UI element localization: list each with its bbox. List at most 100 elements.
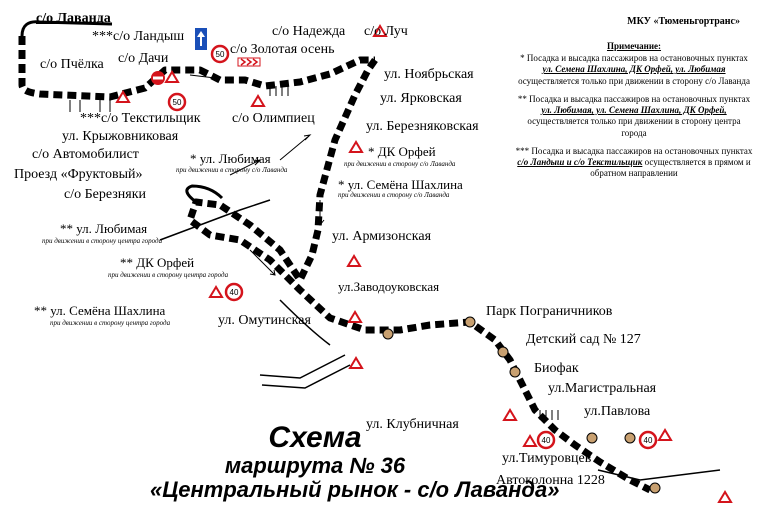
svg-text:50: 50 xyxy=(173,98,182,107)
hint-to-lavanda: при движении в сторону с/о Лаванда xyxy=(344,160,456,168)
warning-triangle-icon xyxy=(346,254,362,267)
org-name: МКУ «Тюменьгортранс» xyxy=(627,16,740,27)
direction-arrow xyxy=(249,249,276,276)
stop-omutinskaya: ул. Омутинская xyxy=(218,313,311,328)
hint-to-center: при движении в сторону центра города xyxy=(50,319,171,327)
note-1: * Посадка и высадка пассажиров на остано… xyxy=(518,53,750,86)
stop-dachi: с/о Дачи xyxy=(118,51,169,66)
stop-armizonskaya: ул. Армизонская xyxy=(332,229,432,244)
stop-lyubimaya-back: ** ул. Любимая xyxy=(60,221,148,236)
sign-speed-40: 40 xyxy=(638,430,658,450)
hint-to-center: при движении в сторону центра города xyxy=(108,271,229,279)
stop-lyubimaya-forward: * ул. Любимая xyxy=(190,151,271,166)
stop-pchelka: с/о Пчёлка xyxy=(40,57,104,72)
stop-park-pogranichnikov: Парк Пограничников xyxy=(486,304,613,319)
svg-text:40: 40 xyxy=(644,436,653,445)
traffic-light-icon xyxy=(464,316,476,328)
warning-triangle-icon xyxy=(208,285,224,298)
warning-triangle-icon xyxy=(522,434,538,447)
direction-arrow xyxy=(315,200,325,226)
hint-to-lavanda: при движении в сторону с/о Лаванда xyxy=(338,191,450,199)
rail-hatch-2 xyxy=(539,410,559,420)
stop-avtokolonna-1228: Автоколонна 1228 xyxy=(496,473,605,488)
stop-biofak: Биофак xyxy=(534,361,579,376)
stop-pavlova: ул.Павлова xyxy=(584,404,651,419)
traffic-light-icon xyxy=(649,482,661,494)
route-top-loop xyxy=(20,20,113,37)
route-loop xyxy=(185,184,224,204)
warning-triangle-icon xyxy=(250,94,266,107)
stop-landysh: ***с/о Ландыш xyxy=(92,29,185,44)
stop-detsad-127: Детский сад № 127 xyxy=(526,332,641,347)
note-3: *** Посадка и высадка пассажиров на оста… xyxy=(515,145,753,179)
map-title: Схема маршрута № 36 «Центральный рынок -… xyxy=(150,421,560,502)
warning-triangle-icon xyxy=(657,428,673,441)
direction-arrow xyxy=(279,134,312,161)
direction-arrow xyxy=(189,74,216,79)
hint-to-center: при движении в сторону центра города xyxy=(42,237,163,245)
stop-tekstilshchik: ***с/о Текстильщик xyxy=(80,111,201,126)
road-timurovtsev xyxy=(597,469,721,481)
hint-to-lavanda: при движении в сторону с/о Лаванда xyxy=(176,166,288,174)
route-west-segment xyxy=(18,36,375,101)
stop-lavanda: с/о Лаванда xyxy=(36,11,111,26)
stop-luch: с/о Луч xyxy=(364,24,408,39)
stop-nadezhda: с/о Надежда xyxy=(272,24,346,39)
title-line-2: маршрута № 36 xyxy=(224,452,406,478)
sign-speed-40: 40 xyxy=(224,282,244,302)
sign-chevrons-icon xyxy=(237,57,261,67)
stop-berezniaki: с/о Березняки xyxy=(64,187,146,202)
stop-kryzhovnikovaya: ул. Крыжовниковая xyxy=(62,129,179,144)
stop-orfey-back: ** ДК Орфей xyxy=(120,255,195,270)
sign-speed-50: 50 xyxy=(210,44,230,64)
title-line-1: Схема xyxy=(268,421,362,454)
road-omutinskaya xyxy=(279,299,331,346)
stop-klubnichnaya: ул. Клубничная xyxy=(366,417,459,432)
warning-triangle-icon xyxy=(164,70,180,83)
warning-triangle-icon xyxy=(502,408,518,421)
traffic-light-icon xyxy=(497,346,509,358)
notes-heading: Примечание: xyxy=(606,41,662,51)
route-east-segment xyxy=(186,57,652,494)
svg-text:40: 40 xyxy=(542,436,551,445)
svg-text:50: 50 xyxy=(216,50,225,59)
warning-triangle-icon xyxy=(347,310,363,323)
stop-avtomobilist: с/о Автомобилист xyxy=(32,147,139,162)
road-shakhlina xyxy=(159,199,271,241)
stop-fruktovy: Проезд «Фруктовый» xyxy=(14,167,143,182)
stop-bereznyakovskaya: ул. Березняковская xyxy=(366,119,479,134)
stop-zolotaya-osen: с/о Золотая осень xyxy=(230,42,335,57)
svg-text:40: 40 xyxy=(230,288,239,297)
notes-panel: МКУ «Тюменьгортранс» Примечание: * Посад… xyxy=(514,16,754,187)
warning-triangle-icon xyxy=(348,140,364,153)
stop-orfey-forward: * ДК Орфей xyxy=(368,144,436,159)
stop-olimpiets: с/о Олимпиец xyxy=(232,111,315,126)
title-line-3: «Центральный рынок - с/о Лаванда» xyxy=(150,476,560,502)
stop-timurovtsev: ул.Тимуровцев xyxy=(502,451,592,466)
sign-speed-50: 50 xyxy=(167,92,187,112)
sign-speed-40: 40 xyxy=(536,430,556,450)
warning-triangle-icon xyxy=(717,490,733,503)
traffic-light-icon xyxy=(382,328,394,340)
stop-zavodoukovskaya: ул.Заводоуковская xyxy=(338,279,440,294)
stop-shakhlina-forward: * ул. Семёна Шахлина xyxy=(338,177,463,192)
sign-no-entry-icon xyxy=(151,71,165,85)
stop-magistralnaya: ул.Магистральная xyxy=(548,381,657,396)
warning-triangle-icon xyxy=(115,90,131,103)
sign-one-way-icon xyxy=(195,28,207,50)
stop-shakhlina-back: ** ул. Семёна Шахлина xyxy=(34,303,166,318)
stop-yarkovskaya: ул. Ярковская xyxy=(380,91,462,106)
traffic-light-icon xyxy=(509,366,521,378)
warning-triangle-icon xyxy=(372,24,388,37)
traffic-light-icon xyxy=(586,432,598,444)
road-klubnichnaya-inner xyxy=(261,364,351,389)
warning-triangle-icon xyxy=(348,356,364,369)
stop-noyabrskaya: ул. Ноябрьская xyxy=(384,67,474,82)
note-2: ** Посадка и высадка пассажиров на остан… xyxy=(517,93,751,138)
traffic-light-icon xyxy=(624,432,636,444)
rail-hatch-1 xyxy=(269,86,289,96)
direction-arrow xyxy=(229,159,262,176)
rail-hatch-3 xyxy=(69,100,111,112)
road-klubnichnaya xyxy=(259,354,346,379)
